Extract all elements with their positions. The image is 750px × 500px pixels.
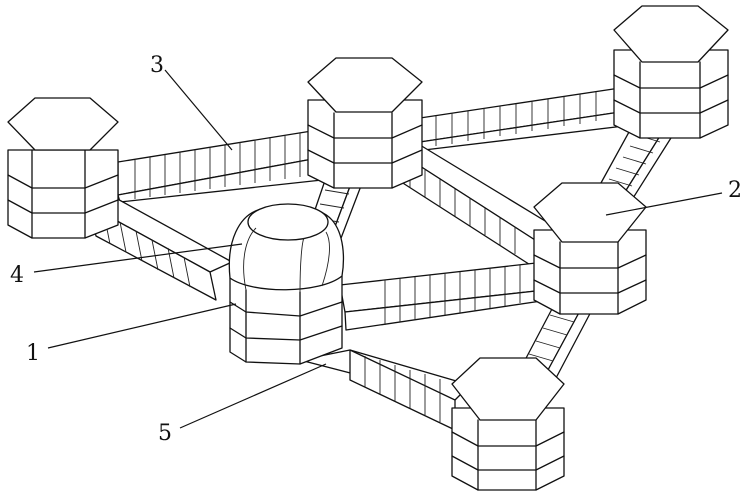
tower-right	[533, 182, 647, 315]
tower-topright	[613, 5, 729, 139]
callout-2: 2	[605, 178, 742, 216]
tower-left	[7, 97, 119, 239]
central-dome-hub	[228, 203, 345, 365]
callout-5: 5	[158, 363, 327, 446]
corridor-dome-to-bottom	[299, 349, 471, 431]
callout-label-1: 1	[26, 341, 40, 366]
corridor-center-to-topright	[419, 87, 625, 151]
tower-bottom	[451, 357, 565, 491]
tower-center	[307, 57, 423, 189]
callout-4: 4	[10, 243, 243, 288]
corridor-dome-to-right	[339, 261, 549, 331]
corridor-left-to-center	[117, 129, 323, 203]
callout-1: 1	[26, 303, 237, 366]
callout-3: 3	[150, 53, 233, 151]
callout-label-5: 5	[158, 421, 172, 446]
callout-label-2: 2	[728, 178, 742, 203]
callout-label-3: 3	[150, 53, 164, 78]
callout-label-4: 4	[10, 263, 24, 288]
